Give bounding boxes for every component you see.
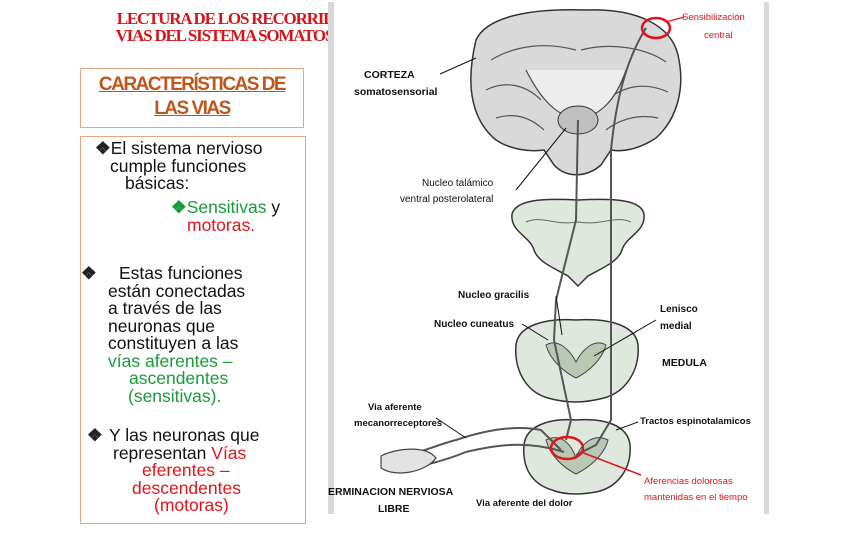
label-sensitization-1: Sensibilización [682,12,745,23]
bullet-3-red4: (motoras) [87,497,260,515]
and-text: y [266,197,280,217]
label-cortex-2: somatosensorial [354,86,438,98]
bullet-2-line1: Estas funciones [119,263,243,283]
motoras-text: motoras. [187,217,255,235]
bullet-2-line5: constituyen a las [81,335,245,353]
diamond-bullet-icon: ❖ [81,265,119,283]
diamond-bullet-icon: ❖ [95,138,111,158]
figure-border-left [328,2,334,514]
figure-border-right [764,2,769,514]
bullet-3: ❖Y las neuronas que representan Vías efe… [87,427,260,515]
diamond-bullet-icon: ❖ [87,427,109,445]
characteristics-heading-line2: LAS VIAS [81,97,303,121]
sensitivas-text: Sensitivas [187,197,267,217]
label-lemniscus-1: Lenisco [660,304,698,315]
somatosensory-pathway-figure: CORTEZA somatosensorial Sensibilización … [326,0,774,520]
label-aferencias-1: Aferencias dolorosas [644,476,733,487]
diamond-bullet-icon: ❖ [171,197,187,217]
characteristics-heading-box: CARACTERÍSTICAS DE LAS VIAS [80,68,304,128]
label-cuneatus: Nucleo cuneatus [434,319,514,330]
label-cortex-1: CORTEZA [364,69,415,81]
label-sensitization-2: central [704,30,733,41]
label-thalamic-1: Nucleo talámico [422,178,494,189]
bullet-1-sub: ❖Sensitivas y [171,199,280,217]
bullet-1: ❖El sistema nervioso cumple funciones bá… [95,140,262,193]
characteristics-heading-line1: CARACTERÍSTICAS DE [81,73,303,97]
bullet-3-red2: eferentes – [87,462,260,480]
label-tractos: Tractos espinotalamicos [640,416,751,427]
label-free-ending-1: ERMINACION NERVIOSA [328,486,454,498]
characteristics-heading: CARACTERÍSTICAS DE LAS VIAS [81,73,303,121]
label-mechano-1: Via aferente [368,402,422,413]
bullet-2-green3: (sensitivas). [81,388,245,406]
label-gracilis: Nucleo gracilis [458,290,530,301]
bullet-2: ❖Estas funciones están conectadas a trav… [81,265,245,405]
label-thalamic-2: ventral posterolateral [400,194,493,205]
label-pain-afferent: Via aferente del dolor [476,498,573,509]
label-aferencias-2: mantenidas en el tiempo [644,492,748,503]
bullet-2-line3: a través de las [81,300,245,318]
bullet-text-box: ❖El sistema nervioso cumple funciones bá… [80,136,306,524]
label-medula: MEDULA [662,357,707,369]
label-lemniscus-2: medial [660,321,692,332]
bullet-2-green2: ascendentes [81,370,245,388]
label-mechano-2: mecanorreceptores [354,418,442,429]
bullet-1-line1: El sistema nervioso [111,138,263,158]
bullet-1-line3: básicas: [95,175,262,193]
label-free-ending-2: LIBRE [378,503,410,515]
